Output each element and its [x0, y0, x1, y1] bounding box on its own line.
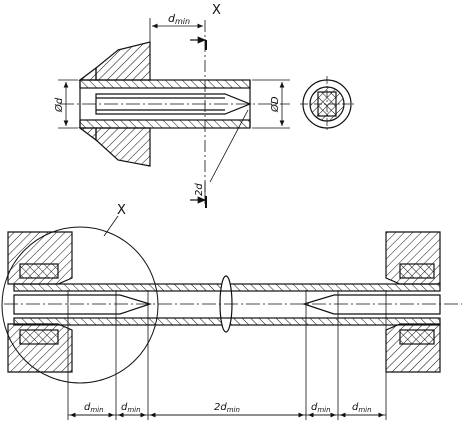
upper-bush	[95, 41, 151, 81]
dim-top-label: dmin	[168, 12, 190, 26]
section-mark-label: X	[212, 3, 221, 18]
dim-2d-label: 2d	[194, 183, 205, 196]
dim-label-2: dmin	[121, 402, 141, 414]
detail-circle	[1, 226, 159, 384]
end-view	[300, 76, 356, 132]
dim-label-3: 2dmin	[214, 402, 240, 414]
dim-od-small-label: Ød	[53, 97, 65, 113]
dim-label-4: dmin	[311, 402, 331, 414]
right-pin	[302, 294, 441, 315]
top-section-view	[58, 18, 290, 208]
detail-mark-label: X	[117, 203, 126, 218]
dim-label-1: dmin	[84, 402, 104, 414]
bottom-assembly-view	[1, 215, 462, 420]
lower-bush	[95, 127, 151, 167]
dim-label-5: dmin	[352, 402, 372, 414]
left-pin	[13, 294, 152, 315]
tube-wall-bottom	[79, 119, 251, 129]
dim-od-large-label: ØD	[269, 96, 281, 113]
tube-wall-top	[79, 79, 251, 89]
